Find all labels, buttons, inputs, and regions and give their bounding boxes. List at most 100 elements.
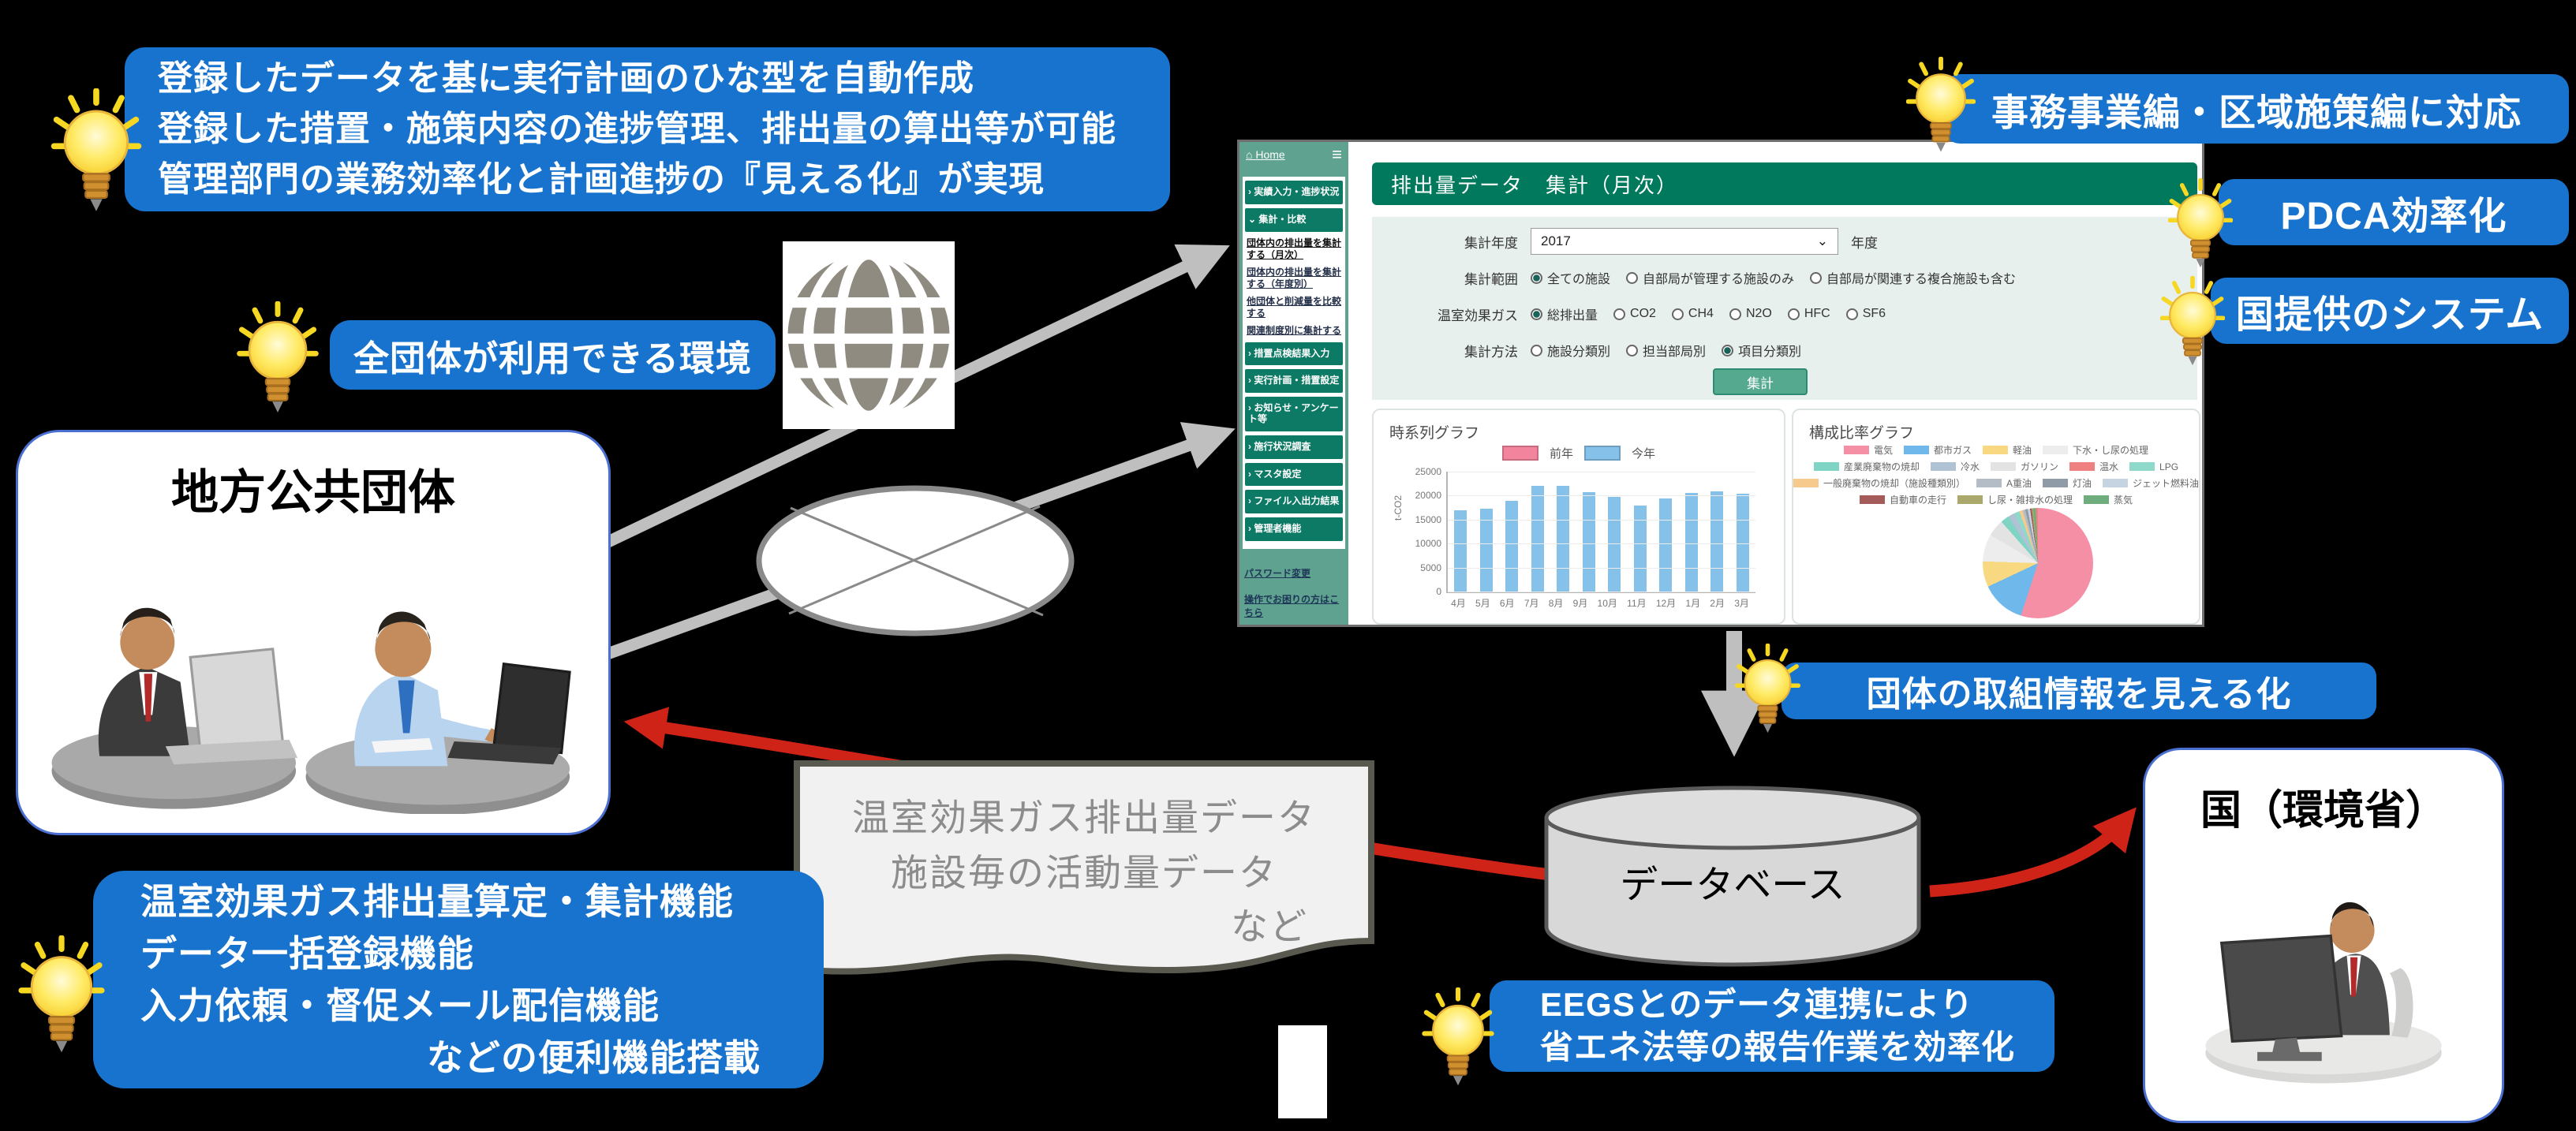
sidebar-item[interactable]: › 実績入力・進捗状況 (1245, 181, 1343, 204)
legend-swatch (1584, 446, 1621, 461)
radio-option[interactable]: CH4 (1671, 307, 1714, 321)
sidebar-item[interactable]: › ファイル入出力結果 (1245, 490, 1343, 514)
sidebar-item[interactable]: 団体内の排出量を集計する（年度別） (1247, 266, 1342, 289)
municipality-title: 地方公共団体 (171, 466, 455, 519)
callout-eegs: EEGSとのデータ連携により 省エネ法等の報告作業を効率化 (1490, 980, 2054, 1072)
pie-legend-item: A重油 (1976, 476, 2032, 490)
year-select-value: 2017 (1541, 233, 1571, 248)
pie-legend-item: 電気 (1843, 443, 1893, 457)
gridline (1448, 543, 1755, 545)
data-banner: 温室効果ガス排出量データ 施設毎の活動量データ など (789, 756, 1379, 1000)
pie-legend-item: 冷水 (1930, 460, 1980, 473)
app-page-title-bar: 排出量データ 集計（月次） (1372, 162, 2197, 205)
composition-chart-card: 構成比率グラフ 電気都市ガス軽油下水・し尿の処理産業廃棄物の焼却冷水ガソリン温水… (1792, 409, 2200, 625)
banner-line: など (1231, 905, 1308, 947)
callout-environment: 全団体が利用できる環境 (330, 320, 776, 390)
legend-swatch (1930, 462, 1956, 471)
pie-legend-item: 下水・し尿の処理 (2043, 443, 2148, 457)
pie-legend-item: ジェット燃料油 (2103, 476, 2199, 490)
database-label: データベース (1620, 864, 1845, 906)
legend-swatch (1957, 495, 1983, 504)
sidebar-item[interactable]: 関連制度別に集計する (1247, 324, 1342, 336)
sidebar-item[interactable]: › マスタ設定 (1245, 462, 1343, 487)
menu-icon[interactable]: ≡ (1332, 144, 1342, 164)
legend-swatch (1843, 446, 1869, 454)
form-label: 集計方法 (1464, 344, 1518, 360)
timeseries-chart-title: 時系列グラフ (1389, 425, 1480, 442)
bar (1659, 498, 1673, 592)
bar (1582, 491, 1595, 592)
sidebar-item[interactable]: › 管理者機能 (1245, 517, 1343, 541)
pie-legend-item: ガソリン (1990, 460, 2058, 473)
globe-icon (783, 241, 955, 429)
radio-option[interactable]: HFC (1787, 307, 1830, 321)
sidebar-footer-link[interactable]: 操作でお困りの方はこちら (1244, 594, 1340, 618)
x-tick-label: 12月 (1655, 598, 1677, 609)
legend-swatch (2043, 446, 2069, 454)
sidebar-item[interactable]: › お知らせ・アンケート等 (1245, 397, 1343, 431)
form-label: 集計年度 (1464, 235, 1518, 251)
form-label: 温室効果ガス (1438, 308, 1518, 323)
radio-option[interactable]: 全ての施設 (1531, 268, 1610, 287)
lightbulb-icon (2168, 178, 2233, 274)
x-tick-label: 4月 (1451, 598, 1466, 609)
sidebar-item[interactable]: › 実行計画・措置設定 (1245, 369, 1343, 394)
gridline (1448, 495, 1755, 497)
lightbulb-icon (2160, 276, 2225, 372)
sidebar-item[interactable]: › 施行状況調査 (1245, 435, 1343, 459)
legend-label: 前年 (1549, 447, 1573, 461)
sidebar-home-link[interactable]: ⌂ Home (1246, 148, 1285, 161)
radio-option[interactable]: 自部局が関連する複合施設も含む (1810, 268, 2016, 287)
radio-icon (1810, 271, 1823, 284)
legend-swatch (2069, 462, 2095, 471)
database-cylinder (1544, 786, 1921, 967)
x-tick-label: 7月 (1524, 598, 1539, 609)
sidebar-item[interactable]: 団体内の排出量を集計する（月次） (1247, 237, 1342, 260)
x-tick-label: 2月 (1710, 598, 1725, 609)
radio-option[interactable]: 施設分類別 (1531, 341, 1610, 360)
sidebar-item[interactable]: › 措置点検結果入力 (1245, 342, 1343, 366)
legend-swatch (2129, 462, 2155, 471)
sidebar-footer-link[interactable]: パスワード変更 (1244, 568, 1311, 579)
radio-option[interactable]: 総排出量 (1531, 304, 1598, 323)
lightbulb-icon (1734, 644, 1801, 740)
sidebar-item[interactable]: ⌄ 集計・比較 (1245, 207, 1343, 232)
y-tick-label: 20000 (1415, 490, 1441, 502)
bar (1633, 506, 1647, 592)
white-rectangle-artifact (1278, 1025, 1327, 1118)
radio-icon (1729, 308, 1741, 320)
x-tick-label: 9月 (1572, 598, 1588, 609)
aggregation-form: 集計年度 2017 ⌄ 年度 集計範囲全ての施設自部局が管理する施設のみ自部局が… (1372, 217, 2197, 400)
lightbulb-icon (17, 935, 106, 1062)
callout-pdca: PDCA効率化 (2219, 179, 2569, 245)
lightbulb-icon (235, 301, 320, 421)
radio-option[interactable]: 自部局が管理する施設のみ (1626, 268, 1794, 287)
gridline (1448, 567, 1755, 569)
radio-option[interactable]: N2O (1729, 307, 1772, 321)
year-select[interactable]: 2017 ⌄ (1531, 228, 1838, 255)
radio-icon (1531, 308, 1542, 320)
legend-label: 今年 (1632, 447, 1656, 461)
radio-option[interactable]: CO2 (1613, 307, 1656, 321)
legend-swatch (1903, 446, 1929, 454)
radio-option[interactable]: 項目分類別 (1722, 341, 1801, 360)
legend-swatch (1983, 446, 2008, 454)
pie-chart (1983, 508, 2093, 618)
radio-option[interactable]: 担当部局別 (1626, 341, 1706, 360)
radio-icon (1531, 271, 1542, 284)
callout-compat: 事務事業編・区域施策編に対応 (1944, 74, 2569, 144)
radio-option[interactable]: SF6 (1845, 307, 1886, 321)
x-tick-label: 3月 (1734, 598, 1749, 609)
sidebar-item[interactable]: 他団体と削減量を比較する (1247, 295, 1342, 319)
aggregate-button[interactable]: 集計 (1713, 368, 1808, 395)
pie-legend-item: LPG (2129, 461, 2178, 472)
x-tick-label: 6月 (1499, 598, 1515, 609)
banner-line: 温室効果ガス排出量データ (852, 797, 1316, 838)
lightbulb-icon (1422, 987, 1494, 1093)
app-page-title: 排出量データ 集計（月次） (1391, 173, 1679, 197)
legend-swatch (2084, 495, 2109, 504)
